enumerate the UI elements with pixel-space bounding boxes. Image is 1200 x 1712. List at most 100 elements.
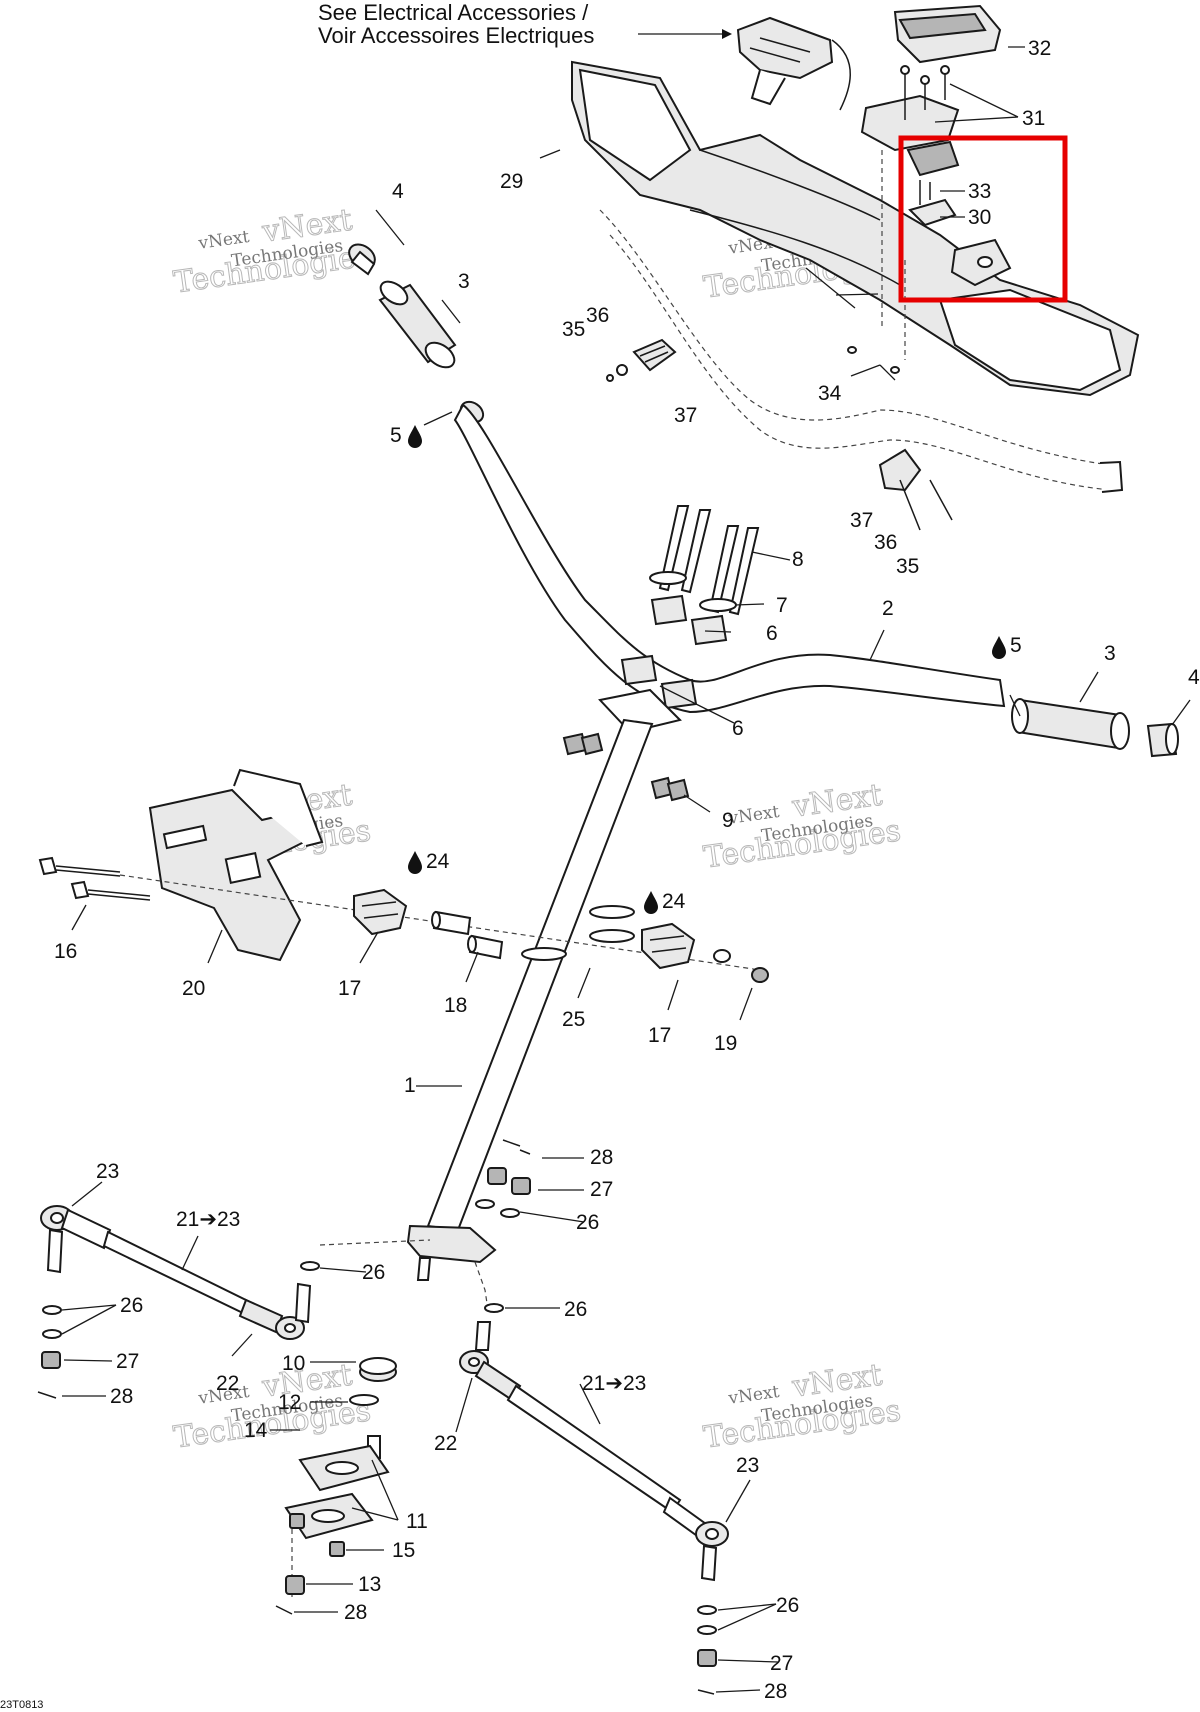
callout-37-left: 37 <box>674 404 697 427</box>
callout-21-left: 21➔23 <box>176 1208 240 1231</box>
pitman-axis-1 <box>319 1239 431 1246</box>
part-37-right-clamp <box>878 448 953 531</box>
callout-5-left: 5 <box>390 424 402 447</box>
part-15-nuts <box>289 1513 345 1557</box>
callout-26-pitman-upper: 26 <box>576 1211 599 1234</box>
part-28-cotter-pin-bottom <box>275 1605 293 1615</box>
callout-11: 11 <box>406 1510 428 1533</box>
callout-7: 7 <box>776 594 788 617</box>
part-33-30-pieces <box>906 140 1012 287</box>
watermark-bottom-right: vNext vNext Technologies Technologies <box>701 1357 903 1456</box>
callout-26-left-rod: 26 <box>120 1294 143 1317</box>
part-32-cover <box>893 4 1002 64</box>
handlebar-right-end <box>1099 460 1124 493</box>
callout-labels: 32 31 29 33 30 4 3 36 35 37 34 5 37 36 3… <box>54 37 1200 1703</box>
part-1-steering-column <box>406 718 654 1281</box>
part-20-support-bracket <box>148 768 324 962</box>
callout-33: 33 <box>968 180 991 203</box>
callout-37-right: 37 <box>850 509 873 532</box>
callout-16: 16 <box>54 940 77 963</box>
callout-2: 2 <box>882 597 894 620</box>
highlight-box-parts-33-30 <box>898 135 1068 303</box>
callout-28-left-rod: 28 <box>110 1385 133 1408</box>
callout-29: 29 <box>500 170 523 193</box>
callout-24-left: 24 <box>426 850 450 873</box>
callout-26-right-rod: 26 <box>776 1594 799 1617</box>
callout-35-right: 35 <box>896 555 919 578</box>
callout-12: 12 <box>278 1391 301 1414</box>
callout-9: 9 <box>722 809 734 832</box>
callout-28-bottom: 28 <box>344 1601 367 1624</box>
part-23-right-tie-rod-end <box>662 1496 729 1582</box>
handlebar-clamp-assembly <box>562 505 760 802</box>
oil-drop-icon <box>992 636 1006 659</box>
handlebar-ghost-outline <box>599 209 1111 466</box>
callout-34: 34 <box>818 382 842 405</box>
part-23-left-tie-rod-end <box>40 1205 112 1274</box>
callout-36-left: 36 <box>586 304 609 327</box>
callout-36-right: 36 <box>874 531 897 554</box>
right-tie-rod-assembly <box>459 1321 729 1695</box>
part-8-clamp-bolts <box>658 505 760 616</box>
electrical-accessories-note: See Electrical Accessories / Voir Access… <box>318 0 732 48</box>
callout-28-pitman: 28 <box>590 1146 613 1169</box>
callout-14: 14 <box>244 1419 268 1442</box>
part-4-left-end-cap <box>348 243 376 276</box>
callout-23-left: 23 <box>96 1160 119 1183</box>
part-28-cotter-pins <box>502 1139 531 1155</box>
part-17-left-clamp <box>353 888 408 936</box>
callout-22-right: 22 <box>434 1432 457 1455</box>
left-tie-rod-hardware <box>37 1305 62 1399</box>
leader-lines <box>61 46 1191 1693</box>
part-10-bearing <box>359 1357 397 1382</box>
callout-18: 18 <box>444 994 467 1017</box>
callout-22-left: 22 <box>216 1372 239 1395</box>
callout-13: 13 <box>358 1573 381 1596</box>
note-line-2: Voir Accessoires Electriques <box>318 23 594 48</box>
part-3-right-grip <box>1011 698 1130 750</box>
part-16-bolts <box>38 856 151 901</box>
part-29-handlebar-pad <box>571 60 1140 397</box>
drawing-reference: 23T0813 <box>0 1699 43 1711</box>
oil-drop-icon <box>408 851 422 874</box>
part-6-upper-clamps <box>650 594 728 646</box>
part-19-nut <box>751 967 769 983</box>
part-12-seal <box>349 1394 379 1406</box>
callout-10: 10 <box>282 1352 305 1375</box>
lubricant-symbols <box>408 425 1006 914</box>
callout-17-right: 17 <box>648 1024 671 1047</box>
part-9-nuts <box>562 732 690 802</box>
part-22-left-inner-end <box>238 1282 312 1340</box>
callout-3-right: 3 <box>1104 642 1116 665</box>
pitman-axis-2 <box>474 1261 489 1311</box>
callout-1: 1 <box>404 1074 416 1097</box>
lower-bearing-assembly <box>275 1357 397 1615</box>
note-line-1: See Electrical Accessories / <box>318 0 589 25</box>
left-grip-assembly <box>348 243 485 424</box>
callout-32: 32 <box>1028 37 1051 60</box>
callout-35-left: 35 <box>562 318 585 341</box>
note-arrowhead <box>722 29 732 39</box>
callout-26-pitman-left: 26 <box>362 1261 385 1284</box>
oil-drop-icon <box>408 425 422 448</box>
callout-27-left-rod: 27 <box>116 1350 139 1373</box>
part-17-right-clamp <box>641 922 731 970</box>
callout-15: 15 <box>392 1539 415 1562</box>
callout-17-left: 17 <box>338 977 361 1000</box>
part-13-nut <box>285 1575 305 1595</box>
callout-26-pitman-right: 26 <box>564 1298 587 1321</box>
callout-31: 31 <box>1022 107 1045 130</box>
part-27-nuts <box>487 1167 531 1195</box>
callout-21-right: 21➔23 <box>582 1372 646 1395</box>
part-22-right-inner-end <box>459 1321 522 1402</box>
watermark-top-left: vNext vNext Technologies Technologies <box>171 202 373 301</box>
pitman-hardware <box>300 1139 531 1313</box>
callout-20: 20 <box>182 977 205 1000</box>
part-11-plates <box>284 1444 390 1540</box>
part-6-lower-clamps <box>598 654 698 734</box>
callout-5-right: 5 <box>1010 634 1022 657</box>
electrical-accessory-part <box>736 16 851 111</box>
callout-23-right: 23 <box>736 1454 759 1477</box>
watermark-bottom-left: vNext vNext Technologies Technologies <box>171 1357 373 1456</box>
